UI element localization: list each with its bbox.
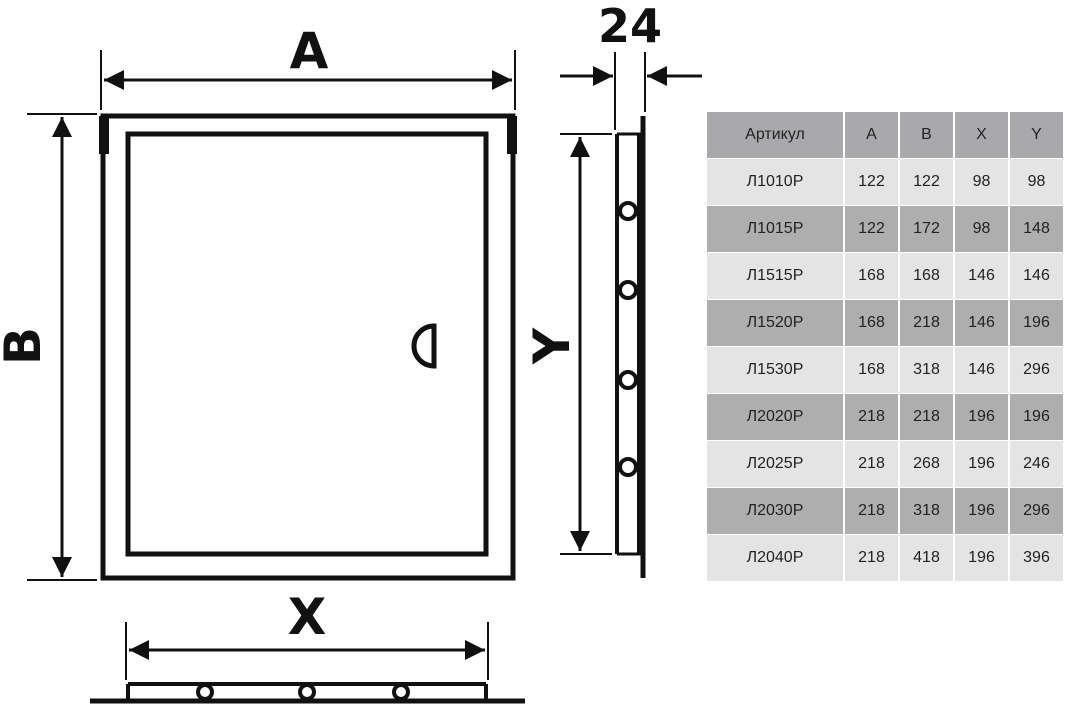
- cell-article: Л1515Р: [707, 252, 845, 300]
- cell-b: 168: [899, 252, 955, 300]
- cell-y: 396: [1009, 534, 1065, 582]
- cell-a: 218: [844, 487, 900, 535]
- cell-b: 318: [899, 487, 955, 535]
- dimension-y: [560, 133, 612, 555]
- cell-x: 146: [954, 346, 1010, 394]
- table-row: Л1015Р 122 172 98 148: [707, 205, 1065, 253]
- handle-icon: [411, 323, 437, 369]
- cell-article: Л2020Р: [707, 393, 845, 441]
- side-view: [615, 116, 646, 578]
- frame-tab-right: [507, 116, 517, 154]
- dimension-x-label: X: [288, 588, 327, 646]
- side-hinge-2: [618, 280, 638, 300]
- table-row: Л2020Р 218 218 196 196: [707, 393, 1065, 441]
- cell-a: 168: [844, 252, 900, 300]
- cell-x: 196: [954, 440, 1010, 488]
- cell-x: 146: [954, 299, 1010, 347]
- cell-a: 122: [844, 158, 900, 206]
- cell-y: 196: [1009, 299, 1065, 347]
- cell-article: Л2040Р: [707, 534, 845, 582]
- cell-y: 148: [1009, 205, 1065, 253]
- cell-b: 218: [899, 299, 955, 347]
- side-hinge-1: [618, 201, 638, 221]
- dimension-depth: [560, 52, 702, 130]
- cell-article: Л1015Р: [707, 205, 845, 253]
- header-b: B: [899, 112, 955, 159]
- cell-b: 318: [899, 346, 955, 394]
- cell-b: 218: [899, 393, 955, 441]
- dimension-a-label: A: [290, 22, 329, 80]
- cell-article: Л2030Р: [707, 487, 845, 535]
- cell-x: 196: [954, 534, 1010, 582]
- dimension-depth-label: 24: [598, 0, 662, 53]
- cell-x: 196: [954, 487, 1010, 535]
- cell-y: 246: [1009, 440, 1065, 488]
- side-hinge-4: [618, 457, 638, 477]
- table-row: Л2040Р 218 418 196 396: [707, 534, 1065, 582]
- bottom-hinge-1: [196, 683, 214, 701]
- table-row: Л1010Р 122 122 98 98: [707, 158, 1065, 206]
- header-article: Артикул: [707, 112, 845, 159]
- table-row: Л2025Р 218 268 196 246: [707, 440, 1065, 488]
- cell-article: Л1530Р: [707, 346, 845, 394]
- table-row: Л1520Р 168 218 146 196: [707, 299, 1065, 347]
- cell-a: 218: [844, 440, 900, 488]
- outer-frame: [100, 113, 516, 581]
- spec-table: Артикул A B X Y Л1010Р 122 122 98 98 Л10…: [707, 112, 1065, 582]
- dimension-a: [100, 50, 516, 110]
- table-header-row: Артикул A B X Y: [707, 112, 1065, 159]
- bottom-view: [90, 682, 525, 704]
- cell-x: 98: [954, 158, 1010, 206]
- table-row: Л1530Р 168 318 146 296: [707, 346, 1065, 394]
- cell-b: 122: [899, 158, 955, 206]
- cell-article: Л2025Р: [707, 440, 845, 488]
- cell-x: 196: [954, 393, 1010, 441]
- header-y: Y: [1009, 112, 1065, 159]
- cell-y: 146: [1009, 252, 1065, 300]
- cell-x: 146: [954, 252, 1010, 300]
- cell-a: 122: [844, 205, 900, 253]
- cell-y: 98: [1009, 158, 1065, 206]
- cell-y: 296: [1009, 346, 1065, 394]
- cell-a: 168: [844, 346, 900, 394]
- cell-b: 268: [899, 440, 955, 488]
- frame-tab-left: [99, 116, 109, 154]
- dimension-x: [125, 622, 489, 680]
- dimension-y-label: Y: [523, 327, 581, 365]
- table-row: Л2030Р 218 318 196 296: [707, 487, 1065, 535]
- bottom-hinge-2: [298, 683, 316, 701]
- cell-a: 218: [844, 393, 900, 441]
- cell-b: 172: [899, 205, 955, 253]
- inner-door: [125, 131, 489, 557]
- header-x: X: [954, 112, 1010, 159]
- cell-a: 218: [844, 534, 900, 582]
- side-hinge-3: [618, 370, 638, 390]
- header-a: A: [844, 112, 900, 159]
- table-row: Л1515Р 168 168 146 146: [707, 252, 1065, 300]
- dimension-b: [27, 113, 97, 581]
- front-view: [99, 113, 517, 581]
- cell-article: Л1010Р: [707, 158, 845, 206]
- cell-x: 98: [954, 205, 1010, 253]
- cell-y: 296: [1009, 487, 1065, 535]
- cell-y: 196: [1009, 393, 1065, 441]
- dimension-b-label: B: [0, 327, 52, 365]
- cell-article: Л1520Р: [707, 299, 845, 347]
- bottom-hinge-3: [392, 683, 410, 701]
- cell-a: 168: [844, 299, 900, 347]
- cell-b: 418: [899, 534, 955, 582]
